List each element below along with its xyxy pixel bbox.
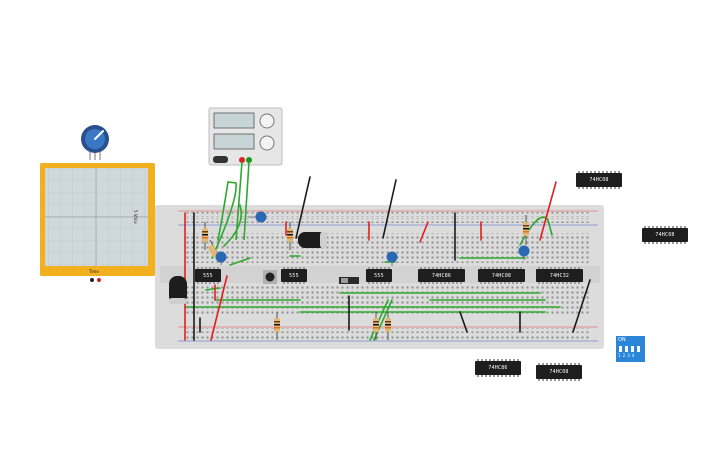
probe-terminal[interactable]: [90, 278, 94, 282]
current-display: [213, 133, 255, 150]
power-switch[interactable]: [213, 156, 228, 163]
loose-ic-74hc86[interactable]: 74HC86: [475, 359, 521, 377]
resistor[interactable]: [287, 222, 293, 250]
resistor[interactable]: [274, 312, 280, 340]
oscilloscope[interactable]: [40, 163, 155, 282]
dip-toggle[interactable]: [631, 346, 634, 352]
wire-set-black[interactable]: [193, 176, 591, 341]
scope-time-label: Time: [89, 269, 99, 274]
ceramic-capacitor[interactable]: [215, 251, 227, 266]
current-knob[interactable]: [259, 135, 275, 151]
timer-ic-555[interactable]: 555: [366, 267, 392, 284]
slide-switch[interactable]: [339, 277, 359, 284]
pot-indicator-icon: [94, 130, 104, 140]
power-supply[interactable]: [208, 107, 283, 166]
electrolytic-capacitor[interactable]: [298, 232, 327, 248]
electrolytic-capacitor[interactable]: [169, 276, 187, 304]
voltage-display: [213, 112, 255, 129]
ic-74hc86[interactable]: 74HC86: [418, 267, 465, 284]
resistor[interactable]: [385, 312, 391, 340]
loose-ic-74hc08[interactable]: 74HC08: [642, 226, 688, 244]
timer-ic-555[interactable]: 555: [195, 267, 221, 284]
scope-vdiv-label: 5 V/div: [133, 210, 138, 224]
voltage-knob[interactable]: [259, 113, 275, 129]
potentiometer[interactable]: [81, 125, 109, 160]
loose-ic-74hc08[interactable]: 74HC08: [576, 171, 622, 189]
power-leads[interactable]: [235, 161, 250, 241]
resistor[interactable]: [523, 215, 529, 245]
dip-switch[interactable]: [616, 336, 645, 362]
pushbutton[interactable]: [263, 270, 277, 284]
ceramic-capacitor[interactable]: [386, 251, 398, 267]
ceramic-capacitor[interactable]: [518, 245, 530, 261]
resistor[interactable]: [373, 312, 379, 340]
probe-terminal[interactable]: [97, 278, 101, 282]
negative-terminal[interactable]: [246, 157, 252, 163]
loose-ic-74hc08[interactable]: 74HC08: [536, 363, 582, 381]
wire-set-red[interactable]: [184, 181, 557, 341]
ic-74hc08[interactable]: 74HC08: [478, 267, 525, 284]
dip-toggle[interactable]: [637, 346, 640, 352]
timer-ic-555[interactable]: 555: [281, 267, 307, 284]
positive-terminal[interactable]: [239, 157, 245, 163]
resistor[interactable]: [202, 222, 208, 250]
ceramic-capacitor[interactable]: [248, 211, 267, 223]
ic-74hc32[interactable]: 74HC32: [536, 267, 583, 284]
dip-toggle[interactable]: [625, 346, 628, 352]
dip-on-label: ON: [618, 337, 626, 343]
dip-number-labels: 1 2 3 4: [618, 353, 635, 358]
dip-toggle[interactable]: [619, 346, 622, 352]
